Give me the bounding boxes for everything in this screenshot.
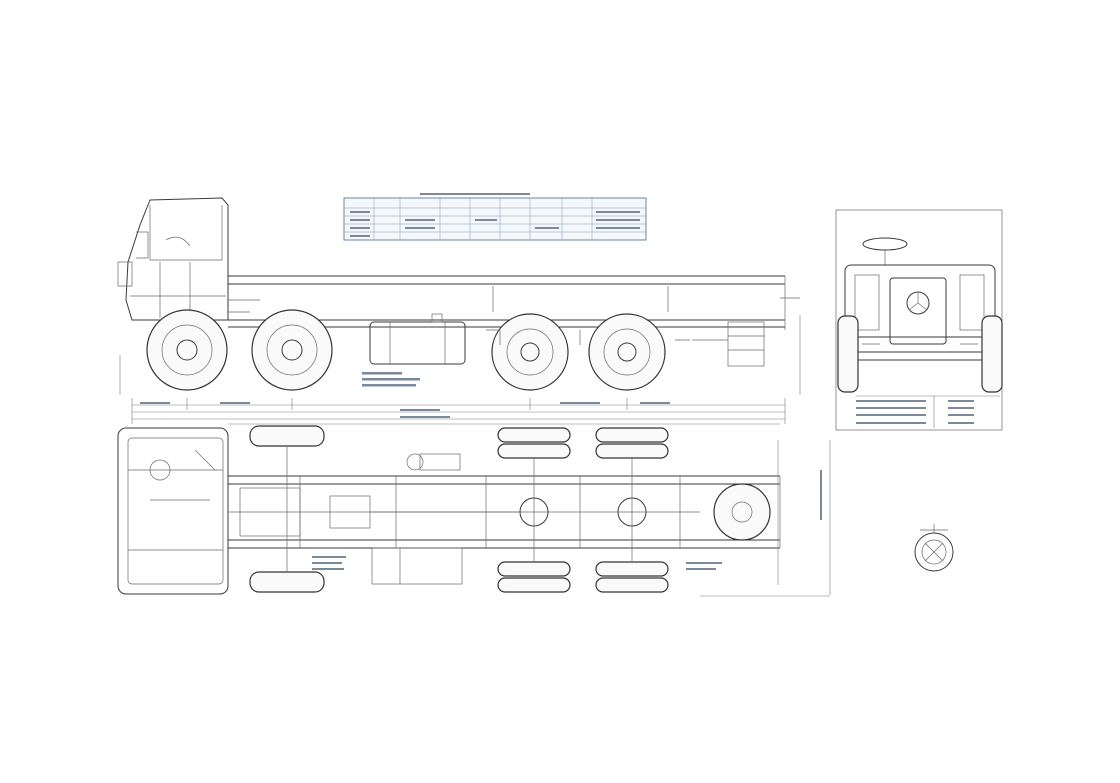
spring-hanger-side — [692, 321, 765, 367]
side-wheel-rear-2 — [588, 313, 666, 391]
side-wheel-front-1 — [146, 309, 228, 391]
side-elevation-view — [117, 197, 801, 424]
plan-dimensions — [228, 423, 831, 597]
side-notes — [362, 372, 420, 387]
plan-notes — [312, 556, 722, 570]
rear-notes — [856, 395, 1000, 428]
fuel-tank-side — [369, 313, 466, 365]
cab-plan — [117, 427, 229, 595]
plan-spare-wheel — [713, 483, 771, 541]
plan-rear-dual-tires-1 — [497, 427, 571, 593]
plan-view — [117, 423, 831, 597]
specification-table — [343, 193, 647, 241]
side-wheel-front-2 — [251, 309, 333, 391]
hub-detail-view — [914, 524, 954, 572]
cab-side — [117, 197, 229, 321]
side-wheel-rear-1 — [491, 313, 569, 391]
side-dimensions — [119, 315, 801, 424]
plan-front-tires — [249, 425, 325, 593]
plan-drivetrain — [239, 453, 520, 537]
plan-rear-dual-tires-2 — [595, 427, 669, 593]
rear-elevation-view — [835, 209, 1003, 431]
plan-fuel-tank — [371, 547, 463, 585]
plan-frame-rails — [228, 475, 781, 549]
